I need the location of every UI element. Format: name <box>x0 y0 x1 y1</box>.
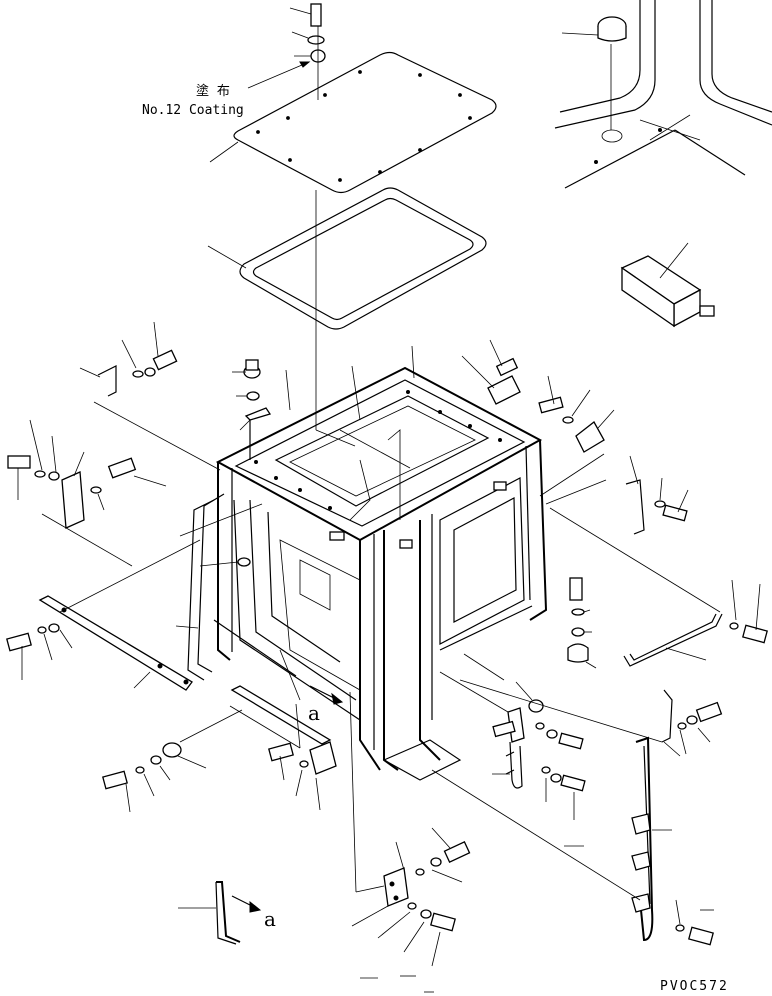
view-a-label-bottom: a <box>264 907 276 931</box>
roof-top-bolt <box>289 3 326 100</box>
lower-left-bolts <box>102 709 243 813</box>
left-hinge-group <box>7 419 167 567</box>
cab-frame <box>215 366 548 781</box>
top-right-plate <box>461 339 521 405</box>
view-a-marker-top: a <box>308 685 385 893</box>
coating-jp-text: 塗 布 <box>196 83 230 99</box>
roof-left-bracket <box>232 345 415 460</box>
left-door-frame <box>175 493 297 681</box>
right-long-handrail <box>549 507 768 667</box>
drawing-code: PVOC572 <box>660 979 729 994</box>
coating-en-text: No.12 Coating <box>142 103 244 118</box>
right-mid-bolts <box>567 577 597 669</box>
right-upper-bracket <box>538 375 615 497</box>
roof-seal-frame <box>207 187 487 430</box>
right-vertical-handrail <box>431 679 723 946</box>
misc-leaders <box>360 845 584 993</box>
view-a-label-top: a <box>308 701 320 725</box>
strut-rod <box>620 242 715 328</box>
lower-door-hinge <box>351 827 471 967</box>
door-latch-group <box>439 653 586 820</box>
long-front-bar <box>6 539 201 691</box>
right-upper-handrail <box>545 455 689 535</box>
upper-left-bracket <box>79 321 221 471</box>
roof-plate <box>209 51 497 194</box>
cab-floor-detail <box>554 0 772 189</box>
lower-front-strip <box>229 649 332 749</box>
view-a-detail: a <box>178 881 276 945</box>
coating-annotation: 塗 布 No.12 Coating <box>142 61 311 118</box>
center-lower-plate <box>268 741 337 811</box>
